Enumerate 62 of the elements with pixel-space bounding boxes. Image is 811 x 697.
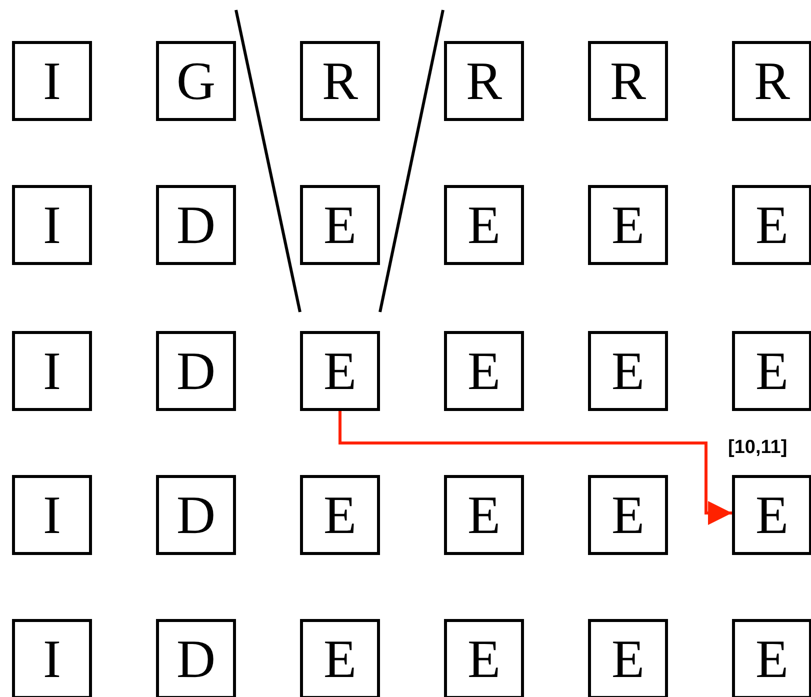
letter: I	[43, 488, 61, 542]
letter-box	[300, 475, 380, 555]
letter: E	[468, 488, 500, 542]
letter: G	[176, 54, 216, 108]
letter-box	[732, 331, 811, 411]
letter: D	[176, 198, 216, 252]
letter: D	[176, 488, 216, 542]
letter: E	[468, 198, 500, 252]
letter-box	[12, 185, 92, 265]
letter: D	[176, 344, 216, 398]
letter-box	[12, 41, 92, 121]
letter-box	[444, 619, 524, 697]
letter: R	[466, 54, 502, 108]
letter: D	[176, 632, 216, 686]
letter-box	[588, 41, 668, 121]
letter-box	[12, 331, 92, 411]
letter-box	[732, 475, 811, 555]
letter: E	[756, 488, 788, 542]
letter-box	[12, 475, 92, 555]
letter-box	[12, 619, 92, 697]
letter-box	[444, 475, 524, 555]
letter-box	[300, 331, 380, 411]
letter: R	[610, 54, 646, 108]
letter: E	[756, 198, 788, 252]
letter: E	[324, 488, 356, 542]
letter: R	[322, 54, 358, 108]
letter-box	[156, 475, 236, 555]
letter: E	[324, 632, 356, 686]
letter-box	[300, 185, 380, 265]
letter: E	[468, 632, 500, 686]
letter-box	[444, 41, 524, 121]
letter-box	[156, 41, 236, 121]
letter-box	[444, 185, 524, 265]
letter: E	[756, 344, 788, 398]
letter-box	[588, 619, 668, 697]
letter: E	[612, 344, 644, 398]
letter: E	[612, 198, 644, 252]
letter-box	[588, 185, 668, 265]
letter: E	[612, 632, 644, 686]
letter: E	[324, 198, 356, 252]
letter-box	[732, 185, 811, 265]
letter: E	[756, 632, 788, 686]
letter-box	[588, 331, 668, 411]
letter-box	[732, 619, 811, 697]
letter: R	[754, 54, 790, 108]
letter: I	[43, 54, 61, 108]
letter-box	[156, 619, 236, 697]
letter: E	[468, 344, 500, 398]
letter-box	[444, 331, 524, 411]
letter: E	[612, 488, 644, 542]
letter-box	[732, 41, 811, 121]
letter-box	[588, 475, 668, 555]
coordinate-label: [10,11]	[728, 437, 788, 459]
letter: E	[324, 344, 356, 398]
letter: I	[43, 632, 61, 686]
letter-box	[300, 41, 380, 121]
letter-box	[300, 619, 380, 697]
arrow	[338, 411, 732, 525]
letter: I	[43, 198, 61, 252]
letter-box	[156, 331, 236, 411]
letter-box	[156, 185, 236, 265]
letter: I	[43, 344, 61, 398]
